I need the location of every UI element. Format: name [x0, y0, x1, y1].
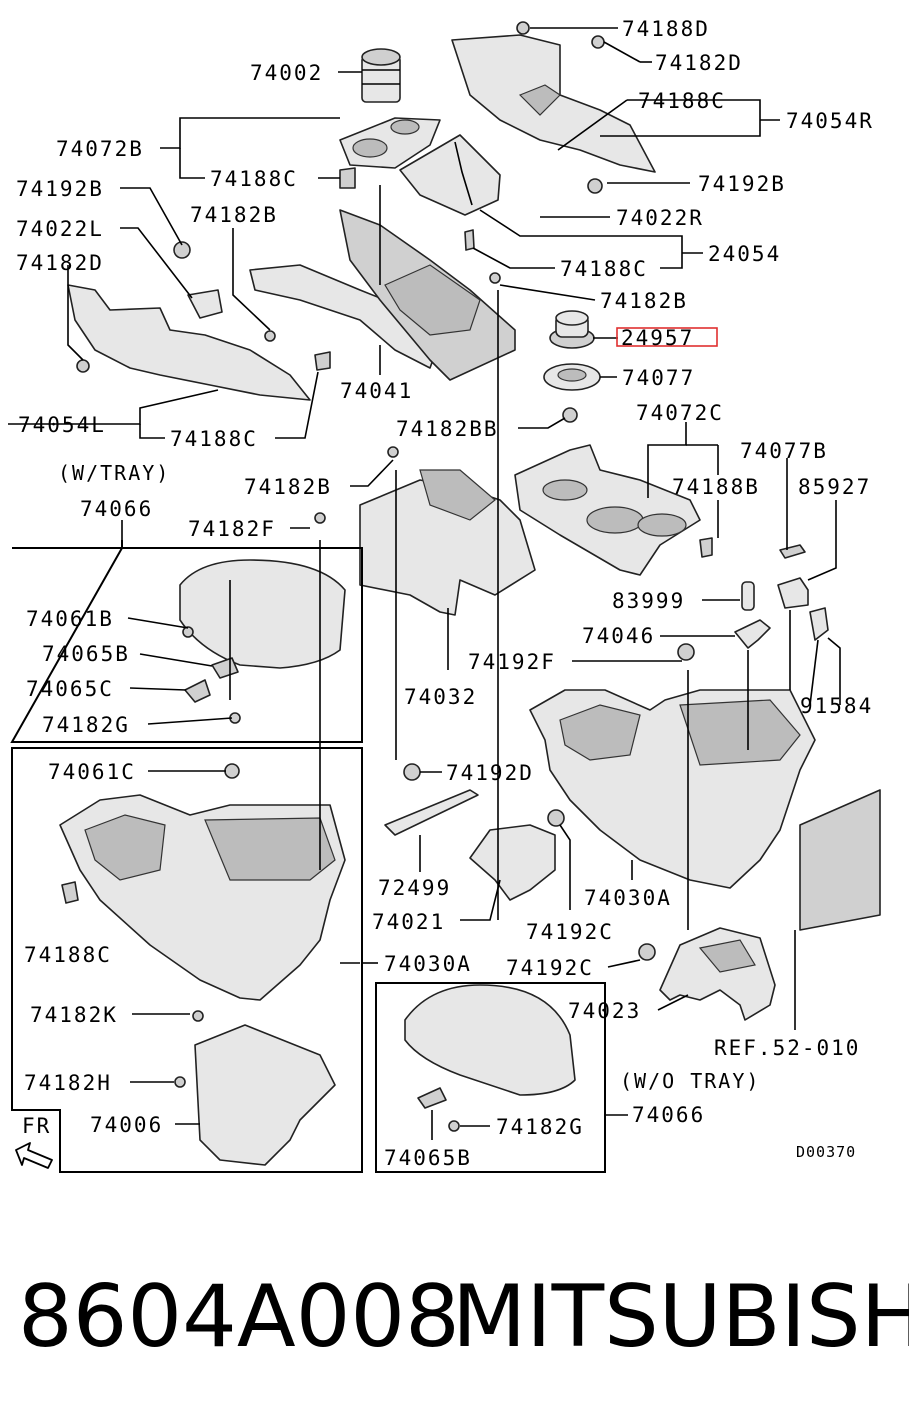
part-74054L-side-panel [67, 284, 311, 401]
label-74182B-c: 74182B [244, 475, 332, 499]
label-74023: 74023 [568, 999, 641, 1023]
label-74188C-b: 74188C [560, 257, 648, 281]
label-74182H: 74182H [24, 1071, 112, 1095]
label-74192D: 74192D [446, 761, 534, 785]
part-85927-cap [779, 544, 806, 559]
label-24054: 24054 [708, 242, 781, 266]
label-74182G-b: 74182G [496, 1115, 584, 1139]
label-74182K: 74182K [30, 1003, 118, 1027]
label-74002: 74002 [250, 61, 323, 85]
leader-lines [8, 27, 841, 1140]
label-74188C-a: 74188C [210, 167, 298, 191]
part-83999-bulb [741, 581, 755, 611]
part-24957-knob [549, 310, 595, 349]
label-24957: 24957 [621, 326, 694, 350]
part-74023-bracket [659, 927, 776, 1021]
part-74002-cup-insert [361, 48, 401, 103]
label-74188C-c: 74188C [170, 427, 258, 451]
label-74006: 74006 [90, 1113, 163, 1137]
label-74077B: 74077B [740, 439, 828, 463]
part-drawings [59, 21, 881, 1166]
label-FR: FR [22, 1114, 51, 1138]
part-74041-shifter-cover [249, 264, 441, 369]
label-74182F: 74182F [188, 517, 276, 541]
label-74054R: 74054R [786, 109, 874, 133]
label-74182B-b: 74182B [600, 289, 688, 313]
label-72499: 72499 [378, 876, 451, 900]
label-74192C-a: 74192C [526, 920, 614, 944]
label-74021: 74021 [372, 910, 445, 934]
label-74061B: 74061B [26, 607, 114, 631]
group-frames [10, 327, 718, 1173]
label-74192C-b: 74192C [506, 956, 594, 980]
part-91584-clip [809, 607, 829, 641]
label-74046: 74046 [582, 624, 655, 648]
label-74022R: 74022R [616, 206, 704, 230]
part-74046-lever [734, 619, 771, 649]
part-74066-lid-with-tray [179, 559, 346, 669]
label-74188D: 74188D [622, 17, 710, 41]
part-72499-rail [384, 789, 479, 836]
label-74065B-a: 74065B [42, 642, 130, 666]
label-74066-a: 74066 [80, 497, 153, 521]
label-91584: 91584 [800, 694, 873, 718]
note-without-tray: (W/O TRAY) [620, 1069, 760, 1093]
label-74192B-left: 74192B [16, 177, 104, 201]
brand-name: MITSUBISHI [452, 1267, 909, 1367]
label-74182G-a: 74182G [42, 713, 130, 737]
diagram-code: D00370 [796, 1143, 856, 1161]
note-with-tray: (W/TRAY) [58, 461, 170, 485]
label-74182D-left: 74182D [16, 251, 104, 275]
label-74041: 74041 [340, 379, 413, 403]
footer-caption: 8604A008 MITSUBISHI [0, 1262, 909, 1372]
label-74065C: 74065C [26, 677, 114, 701]
part-number: 8604A008 [18, 1267, 460, 1367]
frame-console [11, 747, 363, 1173]
label-74072B: 74072B [56, 137, 144, 161]
label-74072C: 74072C [636, 401, 724, 425]
part-74054R-side-panel [451, 34, 656, 173]
label-REF-52-010: REF.52-010 [714, 1036, 860, 1060]
label-74188B: 74188B [672, 475, 760, 499]
label-74061C: 74061C [48, 760, 136, 784]
part-24054-shift-boot [399, 134, 501, 216]
highlight-box-24957 [616, 327, 718, 347]
label-74054L: 74054L [18, 413, 106, 437]
label-74066-b: 74066 [632, 1103, 705, 1127]
label-74030A-right: 74030A [584, 886, 672, 910]
label-74065B-b: 74065B [384, 1146, 472, 1170]
label-85927: 85927 [798, 475, 871, 499]
label-74022L: 74022L [16, 217, 104, 241]
label-83999: 83999 [612, 589, 685, 613]
label-74192B-right: 74192B [698, 172, 786, 196]
label-74030A-left: 74030A [384, 952, 472, 976]
label-74182BB: 74182BB [396, 417, 499, 441]
part-74022L-bracket [187, 289, 223, 319]
front-arrow-icon [15, 1142, 53, 1169]
part-74021-bracket [469, 824, 556, 901]
frame-without-tray [375, 982, 606, 1173]
label-74077: 74077 [622, 366, 695, 390]
label-74182B-a: 74182B [190, 203, 278, 227]
label-74192F: 74192F [468, 650, 556, 674]
label-74188C-right: 74188C [638, 89, 726, 113]
part-labels: 74188D 74182D 74002 74188C 74054R 74072B… [16, 17, 874, 1170]
label-74032: 74032 [404, 685, 477, 709]
part-74006-tray-box [194, 1024, 336, 1166]
part-74066-lid-without-tray [404, 984, 576, 1096]
label-74188C-d: 74188C [24, 943, 112, 967]
label-74182D-top: 74182D [655, 51, 743, 75]
